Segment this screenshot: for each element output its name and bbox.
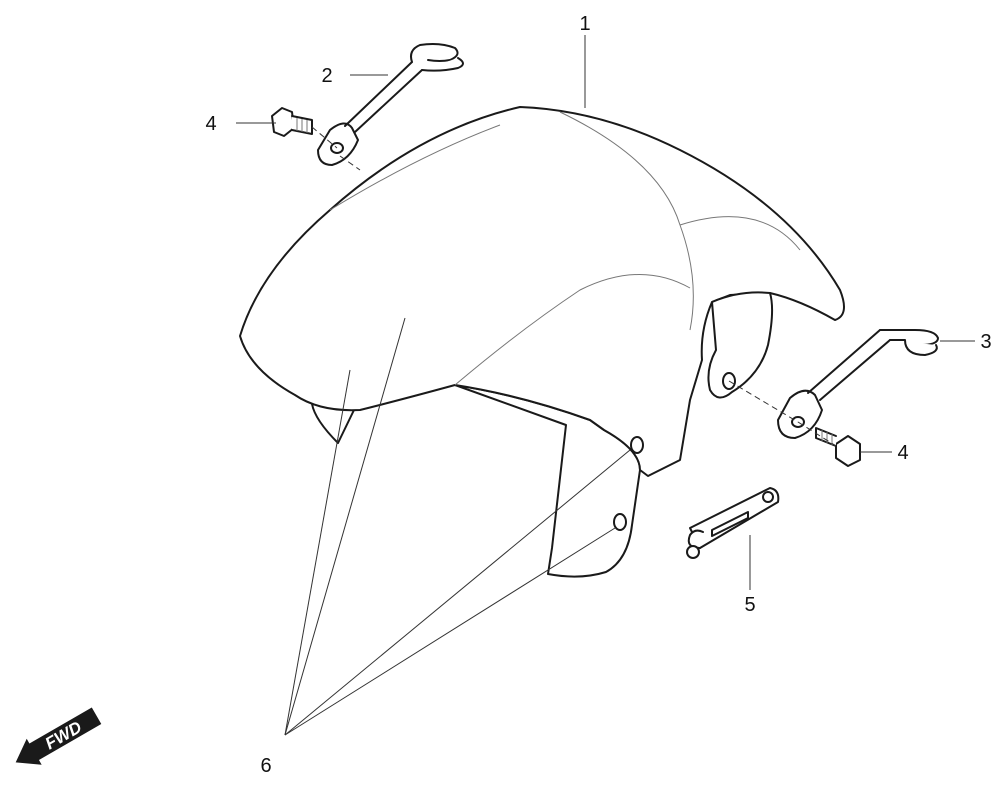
hose-guide-right (777, 329, 939, 439)
callout-6: 6 (260, 755, 271, 777)
leader-lines (236, 35, 975, 736)
fwd-arrow-icon (15, 707, 102, 765)
callout-2: 2 (321, 65, 332, 87)
callout-4-left: 4 (205, 113, 216, 135)
fender-rear-mount (707, 291, 774, 399)
assembly-lines (311, 126, 837, 447)
callout-3: 3 (980, 331, 991, 353)
fender-inner-lip (311, 403, 355, 444)
bolt-right (815, 427, 861, 467)
callout-1: 1 (579, 13, 590, 35)
forward-direction-arrow: FWD (15, 707, 102, 765)
fender-main-shell (239, 106, 845, 477)
fender-mount-hole (630, 436, 644, 454)
bolt-left (271, 107, 313, 137)
hose-clamp-strip (686, 487, 780, 559)
fwd-label: FWD (42, 718, 85, 754)
front-fender (239, 106, 845, 578)
callouts: 1 2 4 3 4 5 6 (205, 13, 991, 777)
callout-5: 5 (744, 594, 755, 616)
fender-mount-hole (613, 513, 627, 531)
callout-4-right: 4 (897, 442, 908, 464)
